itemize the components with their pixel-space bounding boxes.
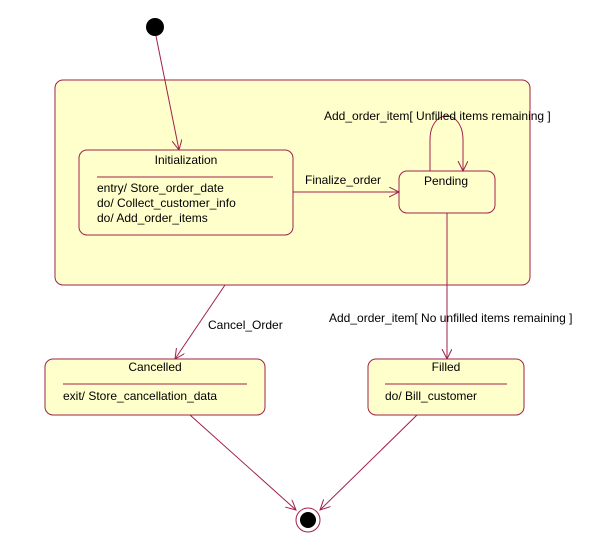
activity-entry: entry/ Store_order_date bbox=[97, 181, 224, 195]
activity-do-collect: do/ Collect_customer_info bbox=[97, 196, 236, 210]
label-cancel: Cancel_Order bbox=[208, 318, 283, 332]
state-pending: Pending bbox=[398, 170, 496, 214]
activity-exit: exit/ Store_cancellation_data bbox=[63, 389, 217, 403]
label-finalize: Finalize_order bbox=[305, 173, 381, 187]
activity-bill: do/ Bill_customer bbox=[385, 389, 477, 403]
state-pending-name: Pending bbox=[424, 174, 468, 188]
transition-cancelled-final bbox=[189, 414, 296, 510]
activity-do-add: do/ Add_order_items bbox=[97, 211, 208, 225]
state-filled-name: Filled bbox=[432, 360, 461, 374]
transition-cancel bbox=[175, 284, 226, 359]
label-add-item-loop: Add_order_item[ Unfilled items remaining… bbox=[324, 109, 551, 123]
state-initialization: Initialization entry/ Store_order_date d… bbox=[78, 149, 294, 236]
initial-state bbox=[146, 18, 164, 36]
state-cancelled-name: Cancelled bbox=[128, 360, 181, 374]
final-state bbox=[295, 507, 321, 533]
transition-self-loop bbox=[429, 115, 463, 171]
state-cancelled: Cancelled exit/ Store_cancellation_data bbox=[44, 358, 266, 416]
state-filled: Filled do/ Bill_customer bbox=[367, 358, 525, 416]
transition-initial bbox=[155, 35, 179, 150]
transition-filled-final bbox=[320, 414, 418, 510]
state-initialization-name: Initialization bbox=[155, 153, 218, 167]
label-add-item-complete: Add_order_item[ No unfilled items remain… bbox=[329, 311, 572, 325]
